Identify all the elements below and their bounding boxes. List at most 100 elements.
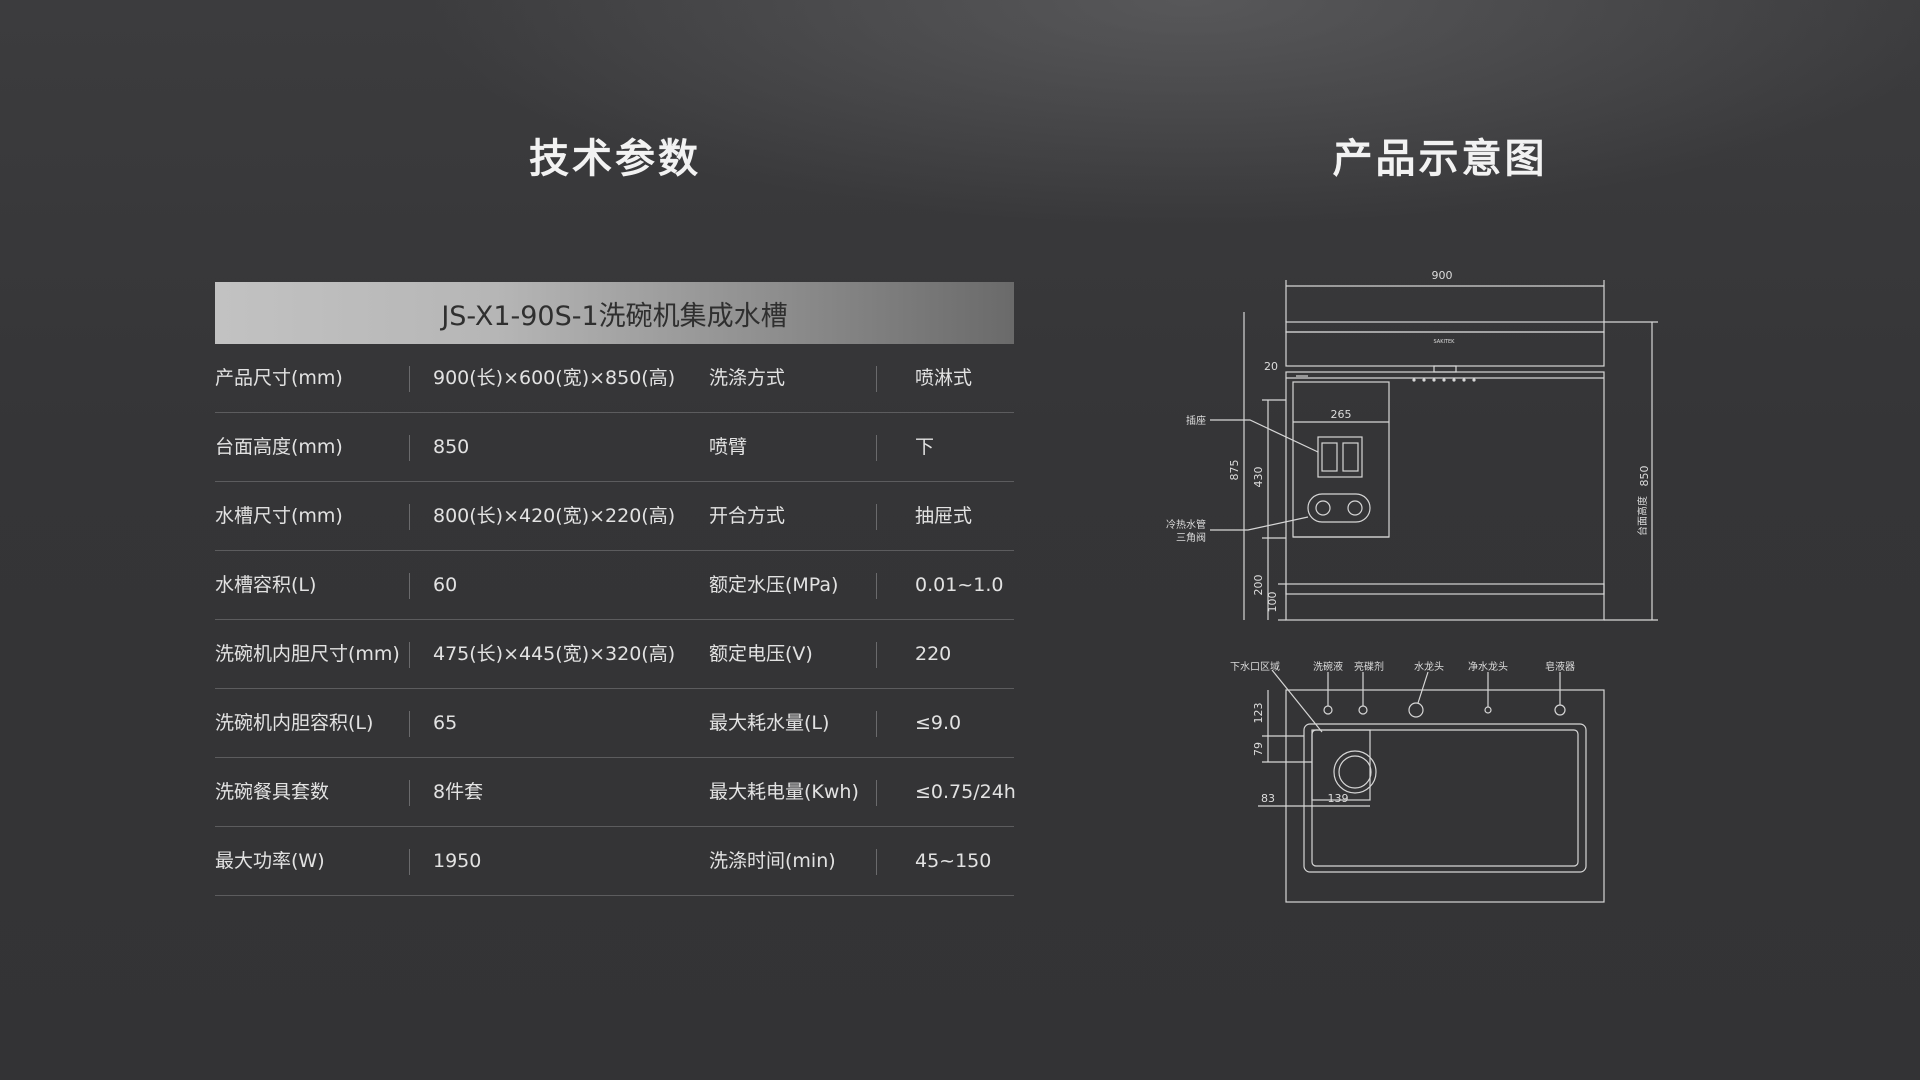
spec-value: 60: [433, 574, 458, 596]
detergent-hole: [1323, 705, 1333, 715]
brand-logo-text: SAKITEK: [1434, 339, 1456, 345]
cabinet-body: [1285, 371, 1605, 595]
purifier-faucet-label: 净水龙头: [1468, 660, 1508, 673]
drain-leader: [1271, 669, 1323, 733]
dim-83-label: 83: [1261, 792, 1275, 805]
drain-area-label: 下水口区域: [1230, 660, 1280, 673]
spec-value: 下: [915, 436, 935, 458]
dim-900-label: 900: [1432, 269, 1453, 282]
dim-200-label: 200: [1252, 575, 1265, 596]
spec-value: 抽屉式: [915, 505, 973, 527]
dim-850-label: 850: [1638, 466, 1651, 487]
soap-dispenser-label: 皂液器: [1545, 660, 1575, 673]
soap-dispenser-hole: [1554, 704, 1566, 716]
panel-button-dot: [1462, 378, 1466, 382]
detergent-label: 洗碗液: [1313, 660, 1343, 673]
countertop: [1285, 321, 1605, 333]
column-divider: [876, 711, 877, 737]
spec-label: 额定水压(MPa): [709, 574, 839, 596]
drain-outer: [1333, 750, 1377, 794]
product-diagram: 900 SAKITEK 20 265 插座 冷热水管 三角阀 875 430 2…: [1140, 262, 1680, 922]
dim-430-label: 430: [1252, 467, 1265, 488]
socket-label: 插座: [1186, 414, 1206, 427]
spec-row: 洗碗机内胆容积(L) 65 最大耗水量(L) ≤9.0: [215, 689, 1014, 758]
column-divider: [876, 573, 877, 599]
diagram-heading: 产品示意图: [1332, 136, 1548, 182]
spec-row: 产品尺寸(mm) 900(长)×600(宽)×850(高) 洗涤方式 喷淋式: [215, 344, 1014, 413]
spec-value: 45~150: [915, 850, 992, 872]
faucet-hole: [1408, 702, 1424, 718]
dim-20-label: 20: [1264, 360, 1278, 373]
faucet-label: 水龙头: [1414, 660, 1444, 673]
panel-button-dot: [1412, 378, 1416, 382]
left-compartment: [1292, 381, 1390, 538]
spec-label: 洗碗机内胆尺寸(mm): [215, 643, 400, 665]
spec-value: 220: [915, 643, 952, 665]
spec-value: 900(长)×600(宽)×850(高): [433, 367, 676, 389]
column-divider: [409, 780, 410, 806]
rinse-aid-hole: [1358, 705, 1368, 715]
spec-label: 洗涤时间(min): [709, 850, 836, 872]
column-divider: [876, 849, 877, 875]
spec-label: 洗碗机内胆容积(L): [215, 712, 374, 734]
column-divider: [876, 780, 877, 806]
spec-label: 最大功率(W): [215, 850, 325, 872]
column-divider: [876, 366, 877, 392]
sink-basin-outer: [1303, 723, 1587, 873]
spec-label: 洗碗餐具套数: [215, 781, 330, 803]
dim-875-label: 875: [1228, 460, 1241, 481]
sink-basin-inner: [1311, 729, 1579, 867]
diagram-svg: 900 SAKITEK 20 265 插座 冷热水管 三角阀 875 430 2…: [1166, 269, 1658, 903]
spec-label: 喷臂: [709, 436, 748, 458]
spec-row: 最大功率(W) 1950 洗涤时间(min) 45~150: [215, 827, 1014, 896]
panel-button-dot: [1432, 378, 1436, 382]
spec-table: 产品尺寸(mm) 900(长)×600(宽)×850(高) 洗涤方式 喷淋式 台…: [215, 344, 1016, 896]
display-window: [1433, 365, 1457, 373]
spec-label: 台面高度(mm): [215, 436, 343, 458]
panel-button-dot: [1442, 378, 1446, 382]
spec-row: 水槽容积(L) 60 额定水压(MPa) 0.01~1.0: [215, 551, 1014, 620]
spec-label: 额定电压(V): [709, 643, 813, 665]
spec-label: 水槽尺寸(mm): [215, 505, 343, 527]
model-banner: JS-X1-90S-1洗碗机集成水槽: [215, 282, 1014, 344]
spec-value: 8件套: [433, 781, 484, 803]
socket-panel: [1317, 436, 1363, 478]
socket-left: [1321, 442, 1338, 472]
spec-row: 洗碗机内胆尺寸(mm) 475(长)×445(宽)×320(高) 额定电压(V)…: [215, 620, 1014, 689]
spec-value: 0.01~1.0: [915, 574, 1004, 596]
cold-valve: [1315, 500, 1331, 516]
spec-value: ≤9.0: [915, 712, 962, 734]
spec-row: 洗碗餐具套数 8件套 最大耗电量(Kwh) ≤0.75/24h: [215, 758, 1016, 827]
panel-button-dot: [1422, 378, 1426, 382]
spec-value: 800(长)×420(宽)×220(高): [433, 505, 676, 527]
spec-label: 洗涤方式: [709, 367, 786, 389]
hot-valve: [1347, 500, 1363, 516]
socket-leader: [1210, 419, 1319, 453]
spec-label: 最大耗水量(L): [709, 712, 830, 734]
base-plinth: [1285, 583, 1605, 621]
spec-value: 1950: [433, 850, 482, 872]
dim-100-label: 100: [1266, 592, 1279, 613]
spec-label: 产品尺寸(mm): [215, 367, 343, 389]
spec-label: 水槽容积(L): [215, 574, 317, 596]
counter-height-label: 台面高度: [1636, 496, 1649, 536]
column-divider: [409, 642, 410, 668]
spec-value: 850: [433, 436, 470, 458]
column-divider: [876, 435, 877, 461]
rinse-aid-label: 亮碟剂: [1354, 660, 1384, 673]
column-divider: [876, 504, 877, 530]
spec-value: 475(长)×445(宽)×320(高): [433, 643, 676, 665]
spec-value: 65: [433, 712, 458, 734]
spec-row: 台面高度(mm) 850 喷臂 下: [215, 413, 1014, 482]
valve-label-line1: 冷热水管: [1166, 518, 1206, 531]
spec-label: 开合方式: [709, 505, 786, 527]
socket-right: [1342, 442, 1359, 472]
column-divider: [409, 573, 410, 599]
faucet-leader: [1417, 671, 1429, 704]
column-divider: [409, 504, 410, 530]
valve-plate: [1307, 493, 1371, 523]
dim-139-label: 139: [1328, 792, 1349, 805]
control-panel: [1285, 331, 1605, 367]
spec-row: 水槽尺寸(mm) 800(长)×420(宽)×220(高) 开合方式 抽屉式: [215, 482, 1014, 551]
